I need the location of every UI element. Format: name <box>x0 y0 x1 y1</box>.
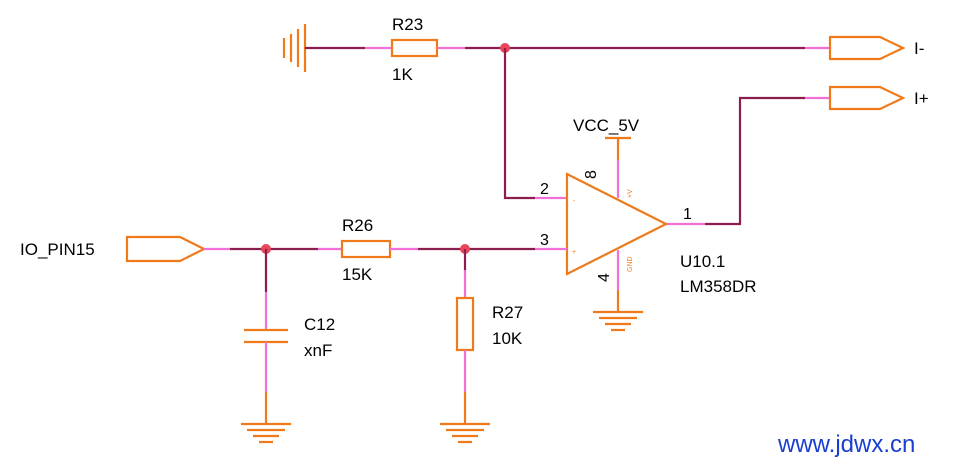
opamp-vplus-label: +V <box>627 189 634 198</box>
r26-value: 15K <box>342 265 373 284</box>
r27-ground-symbol <box>440 422 490 444</box>
r26-ref: R26 <box>342 216 373 235</box>
resistor-r23 <box>390 38 439 58</box>
port-i-minus <box>828 35 906 61</box>
opamp-pin8-number: 8 <box>583 170 600 179</box>
resistor-r27 <box>455 296 475 352</box>
port-io-pin15 <box>125 235 207 263</box>
opamp-triangle <box>565 172 669 276</box>
u10-part: LM358DR <box>680 277 757 296</box>
c12-ref: C12 <box>304 315 335 334</box>
wire-feedback-to-inv <box>503 48 535 200</box>
resistor-r26 <box>340 239 392 259</box>
opamp-pin2-number: 2 <box>540 181 549 198</box>
port-i-plus <box>828 85 906 111</box>
i-minus-label: I- <box>914 39 924 58</box>
r23-value: 1K <box>392 65 413 84</box>
wire-out-to-i-plus <box>705 96 805 226</box>
opamp-gnd-label: GND <box>627 256 634 272</box>
r27-value: 10K <box>492 329 523 348</box>
c12-value: xnF <box>304 341 332 360</box>
top-ground-symbol <box>282 24 307 72</box>
opamp-pin4-number: 4 <box>596 273 613 282</box>
opamp-pin1-number: 1 <box>683 206 692 223</box>
u10-ref: U10.1 <box>680 252 725 271</box>
i-plus-label: I+ <box>914 89 929 108</box>
opamp-minus-sign: - <box>573 198 576 205</box>
vcc-label: VCC_5V <box>573 116 640 135</box>
watermark: www.jdwx.cn <box>777 431 915 458</box>
c12-ground-symbol <box>241 422 291 444</box>
opamp-pin3-number: 3 <box>540 232 549 249</box>
opamp-ground-symbol <box>593 310 643 332</box>
io-pin15-label: IO_PIN15 <box>20 240 95 259</box>
opamp-plus-sign: + <box>572 249 576 256</box>
r23-ref: R23 <box>392 15 423 34</box>
r27-ref: R27 <box>492 303 523 322</box>
